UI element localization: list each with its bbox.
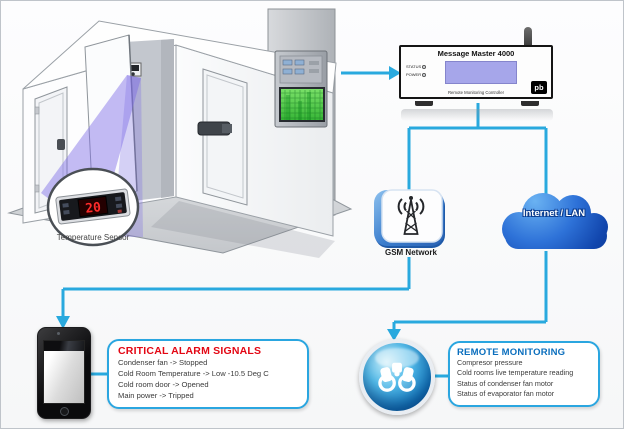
controller-logo: pb [531,81,547,94]
temperature-sensor-label: Temperature Sensor [56,233,130,242]
phone-glass-band [44,341,84,351]
alarm-item: Main power -> Tripped [118,391,194,400]
binoculars-button [359,339,435,415]
phone-home-button [59,407,69,416]
green-screen [279,87,325,122]
wall-monitor-panel [274,50,328,128]
binoculars-icon [378,362,416,392]
left-door-handle [57,139,65,150]
panel-buttons [282,59,305,75]
smartphone [37,327,91,419]
critical-alarm-title: CRITICAL ALARM SIGNALS [118,345,262,357]
open-door-edge [128,34,138,192]
interior-shade [161,39,174,198]
controller-leds: STATUS POWER [406,63,427,79]
screen-grid [281,90,323,120]
monitoring-item: Status of condenser fan motor [457,378,554,388]
gsm-network-label: GSM Network [384,248,437,257]
radio-tower-icon [397,198,425,235]
monitoring-item: Compresor pressure [457,358,523,367]
remote-monitoring-box: REMOTE MONITORING Compresor pressure Col… [448,341,600,407]
right-door [197,68,248,206]
critical-alarm-box: CRITICAL ALARM SIGNALS Condenser fan -> … [107,339,309,409]
internet-lan-cloud-icon [493,187,615,255]
controller-foot-left [415,101,433,106]
status-led [422,64,427,69]
room-shadow [151,201,335,258]
antenna [524,27,532,47]
cold-room [22,20,337,237]
controller-title: Message Master 4000 [437,49,515,58]
alarm-item: Condenser fan -> Stopped [118,358,208,367]
connector-lines [61,71,548,378]
temperature-sensor-inset: 20 [46,167,140,247]
sensor-display-window [77,195,109,218]
monitoring-item: Cold rooms live temperature reading [457,368,574,378]
sensor-display: 20 [84,200,102,217]
arrow-to-controller [389,66,401,80]
gsm-network-icon [373,187,449,249]
status-led-label: STATUS [406,64,422,69]
phone-screen [43,340,85,404]
monitoring-item: Status of evaporator fan motor [457,389,555,399]
alarm-item: Cold room door -> Opened [118,380,209,389]
alarm-item: Cold Room Temperature -> Low -10.5 Deg C [118,369,269,378]
arrow-to-binoculars [387,329,401,341]
arrow-to-phone [56,316,70,329]
controller-display [445,61,517,84]
connector-arrowheads [56,66,401,341]
controller-subtitle: Remote Monitoring Controller [447,90,505,95]
controller-reflection [401,109,553,121]
controller-device: Message Master 4000 STATUS POWER Remote … [399,45,553,99]
power-led-label: POWER [406,72,422,77]
remote-monitoring-title: REMOTE MONITORING [457,347,566,358]
phone-camera-dot [57,332,60,335]
internet-lan-label: Internet / LAN [522,208,586,219]
power-led [422,72,427,77]
controller-foot-right [521,101,539,106]
